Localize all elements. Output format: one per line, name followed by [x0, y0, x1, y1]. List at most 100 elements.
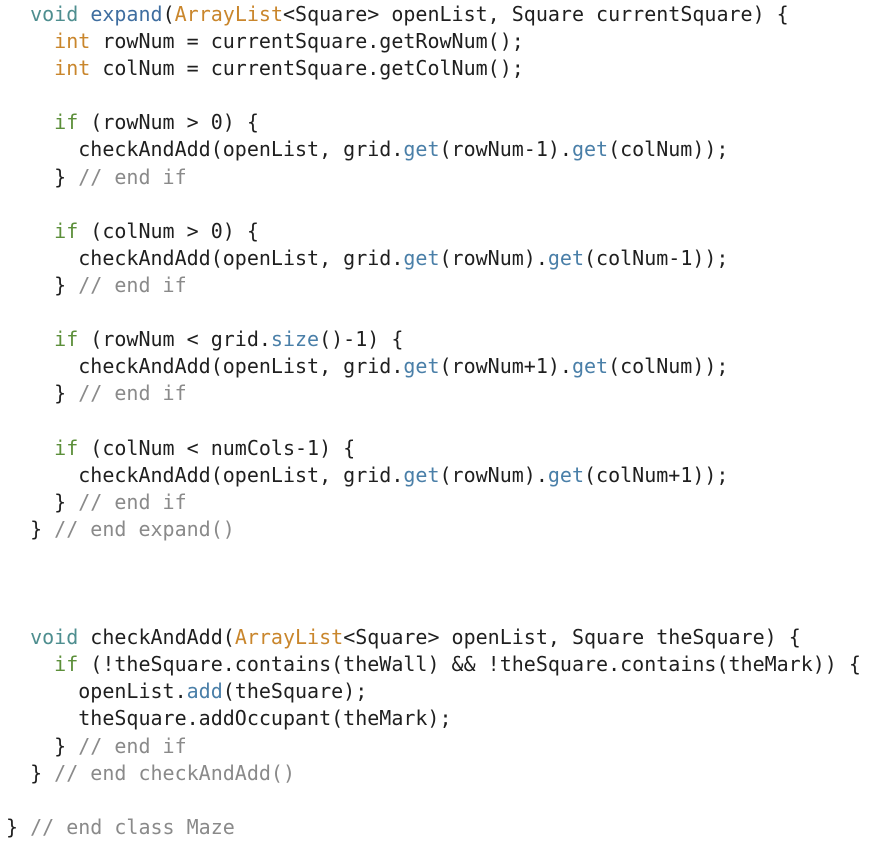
code-token: [6, 625, 30, 649]
code-line: } // end class Maze: [6, 814, 861, 841]
code-token: [6, 219, 54, 243]
keyword-token: if: [54, 435, 79, 460]
code-token: (rowNum+1).: [439, 354, 572, 379]
code-line: } // end expand(): [6, 516, 861, 543]
code-line: ​: [6, 570, 861, 597]
code-token: [6, 652, 54, 676]
code-line: if (rowNum < grid.size()-1) {: [6, 326, 861, 353]
method-call-token: size: [270, 327, 320, 352]
code-line: } // end if: [6, 272, 861, 299]
code-token: }: [6, 272, 79, 297]
method-call-token: get: [403, 354, 440, 379]
comment-token: // end if: [78, 489, 187, 514]
code-line: checkAndAdd(openList, grid.get(rowNum).g…: [6, 462, 861, 489]
comment-token: // end if: [78, 733, 187, 758]
code-line: int rowNum = currentSquare.getRowNum();: [6, 28, 861, 55]
code-token: [6, 436, 54, 460]
type-name-token: ArrayList: [234, 625, 344, 650]
code-token: (rowNum).: [439, 245, 548, 270]
function-name-token: expand: [90, 2, 163, 26]
code-line: } // end if: [6, 380, 861, 407]
code-token: (theSquare);: [222, 679, 368, 704]
code-line: int colNum = currentSquare.getColNum();: [6, 55, 861, 82]
code-token: [6, 29, 54, 53]
code-token: [78, 2, 90, 26]
method-call-token: get: [403, 245, 440, 270]
comment-token: // end expand(): [54, 516, 235, 541]
code-line: if (colNum > 0) {: [6, 218, 861, 245]
code-token: (colNum+1));: [583, 462, 729, 487]
code-token: }: [6, 516, 55, 541]
keyword-token: if: [54, 110, 79, 135]
code-token: }: [6, 814, 31, 839]
code-token: checkAndAdd(openList, grid.: [6, 462, 404, 487]
void-keyword-token: void: [30, 2, 79, 26]
comment-token: // end checkAndAdd(): [54, 760, 295, 785]
code-token: (colNum));: [608, 354, 729, 379]
type-name-token: ArrayList: [174, 2, 283, 26]
code-line: theSquare.addOccupant(theMark);: [6, 705, 861, 732]
code-token: checkAndAdd(openList, grid.: [6, 245, 404, 270]
code-token: }: [6, 760, 55, 785]
code-token: [6, 56, 54, 80]
code-token: [6, 2, 30, 26]
code-line: ​: [6, 543, 861, 570]
method-call-token: get: [547, 245, 584, 270]
code-token: theSquare.addOccupant(theMark);: [6, 706, 452, 731]
code-token: }: [6, 381, 79, 406]
code-token: }: [6, 164, 79, 189]
code-token: <Square> openList, Square theSquare) {: [343, 625, 801, 650]
code-token: (!theSquare.contains(theWall) && !theSqu…: [78, 652, 861, 677]
code-line: ​: [6, 191, 861, 218]
code-line: void checkAndAdd(ArrayList<Square> openL…: [6, 624, 861, 651]
code-token: checkAndAdd(openList, grid.: [6, 137, 404, 162]
code-token: (rowNum).: [439, 462, 548, 487]
code-token: openList.: [6, 679, 187, 704]
code-token: (rowNum-1).: [439, 137, 572, 162]
code-line: } // end if: [6, 489, 861, 516]
method-call-token: get: [571, 354, 609, 379]
code-token: [6, 327, 54, 351]
method-call-token: get: [571, 137, 609, 162]
code-line: } // end if: [6, 733, 861, 760]
code-token: (rowNum > 0) {: [78, 110, 259, 135]
code-token: (colNum-1));: [583, 245, 729, 270]
code-token: (colNum > 0) {: [78, 218, 259, 243]
code-token: checkAndAdd(openList, grid.: [6, 354, 404, 379]
keyword-token: if: [54, 652, 79, 677]
code-line: ​: [6, 787, 861, 814]
code-line: checkAndAdd(openList, grid.get(rowNum-1)…: [6, 136, 861, 163]
comment-token: // end if: [78, 164, 187, 189]
code-token: (: [162, 2, 175, 26]
comment-token: // end if: [78, 381, 187, 406]
code-token: }: [6, 489, 79, 514]
code-token: (colNum < numCols-1) {: [78, 435, 356, 460]
code-line: } // end checkAndAdd(): [6, 760, 861, 787]
comment-token: // end class Maze: [30, 814, 235, 839]
type-name-token: int: [54, 56, 91, 81]
code-line: checkAndAdd(openList, grid.get(rowNum+1)…: [6, 353, 861, 380]
code-token: }: [6, 733, 79, 758]
code-token: colNum = currentSquare.getColNum();: [90, 56, 524, 81]
code-line: if (rowNum > 0) {: [6, 109, 861, 136]
code-editor: void expand(ArrayList<Square> openList, …: [6, 1, 861, 841]
code-token: [6, 110, 54, 134]
code-line: } // end if: [6, 164, 861, 191]
void-keyword-token: void: [30, 625, 79, 650]
type-name-token: int: [54, 29, 91, 54]
code-token: ()-1) {: [319, 327, 404, 352]
code-token: checkAndAdd(: [78, 625, 235, 650]
code-line: ​: [6, 407, 861, 434]
code-token: (colNum));: [608, 137, 729, 162]
code-line: ​: [6, 597, 861, 624]
method-call-token: get: [403, 137, 440, 162]
code-line: if (colNum < numCols-1) {: [6, 435, 861, 462]
code-line: ​: [6, 82, 861, 109]
code-line: if (!theSquare.contains(theWall) && !the…: [6, 651, 861, 678]
method-call-token: get: [403, 462, 440, 487]
code-token: rowNum = currentSquare.getRowNum();: [90, 29, 524, 54]
keyword-token: if: [54, 218, 79, 243]
code-line: checkAndAdd(openList, grid.get(rowNum).g…: [6, 245, 861, 272]
method-call-token: add: [186, 679, 223, 704]
method-call-token: get: [547, 462, 584, 487]
